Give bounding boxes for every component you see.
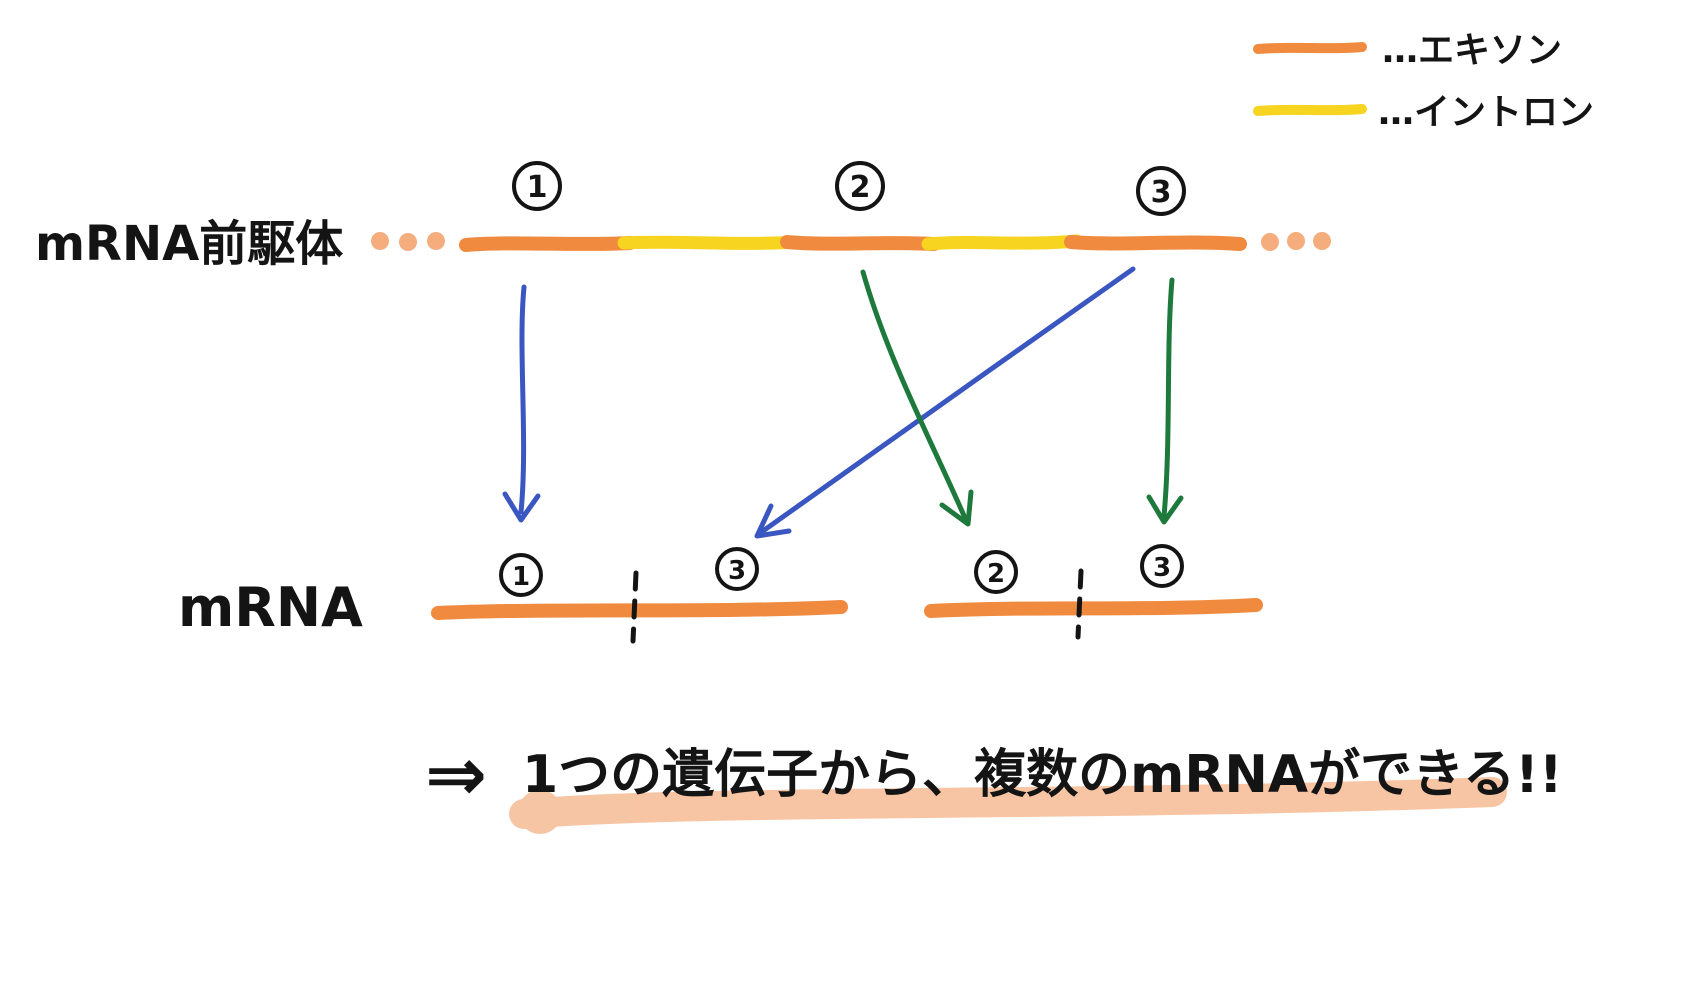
precursor-bar — [459, 234, 1247, 252]
number-text: 1 — [512, 562, 530, 592]
precursor-trailing-ellipsis — [1261, 232, 1331, 251]
legend-exon-label: …エキソン — [1382, 30, 1562, 71]
conclusion-arrow-symbol: ⇒ — [425, 732, 487, 818]
mrna-label: mRNA — [178, 576, 363, 639]
transcript2-number-3: 3 — [1140, 544, 1184, 588]
precursor-exon1-segment — [459, 236, 637, 252]
arrow-head — [939, 489, 974, 527]
splicing-arrows — [502, 266, 1184, 539]
dot — [1261, 233, 1279, 251]
blue-arrow-exon1 — [502, 284, 541, 523]
number-text: 3 — [1151, 175, 1172, 210]
arrow-head — [754, 503, 792, 539]
transcript1-splice-divider — [630, 570, 639, 644]
transcript2-number-2: 2 — [974, 550, 1018, 594]
arrow-shaft — [1161, 277, 1175, 519]
number-circle — [499, 553, 543, 597]
arrow-shaft — [860, 269, 968, 521]
conclusion: ⇒ 1つの遺伝子から、複数のmRNAができる!! — [425, 732, 1563, 834]
blue-arrow-exon3 — [754, 266, 1136, 539]
transcript2-bar — [924, 598, 1263, 618]
green-arrow-exon3 — [1146, 277, 1184, 525]
transcript1-number-1: 1 — [499, 553, 543, 597]
transcript2-splice-divider — [1075, 568, 1084, 640]
conclusion-highlight — [509, 777, 1507, 834]
legend-intron-label: …イントロン — [1378, 92, 1594, 133]
dot — [1313, 232, 1331, 250]
dot — [1287, 232, 1305, 250]
highlight-stroke — [509, 777, 1507, 829]
number-text: 1 — [527, 170, 548, 205]
precursor-number-1: 1 — [512, 161, 562, 211]
transcript1-bar — [431, 600, 848, 620]
dot — [427, 232, 445, 250]
precursor-label: mRNA前駆体 — [35, 216, 343, 272]
arrow-shaft — [760, 266, 1136, 534]
legend-exon-line — [1253, 42, 1367, 54]
precursor-leading-ellipsis — [371, 232, 445, 251]
arrow-head — [502, 491, 541, 523]
number-circle — [974, 550, 1018, 594]
number-circle — [715, 547, 759, 591]
number-text: 3 — [728, 556, 746, 586]
mrna-transcript-2: 2 3 — [924, 544, 1263, 640]
precursor-number-2: 2 — [835, 161, 885, 211]
precursor-exon2-segment — [780, 235, 941, 251]
precursor-intron2-segment — [921, 234, 1084, 251]
green-arrow-exon2 — [860, 269, 974, 527]
arrow-shaft — [518, 284, 527, 515]
mrna-transcript-1: 1 3 — [431, 547, 848, 644]
precursor-intron1-segment — [617, 235, 800, 250]
legend-intron-line — [1253, 104, 1367, 116]
number-text: 3 — [1153, 553, 1171, 583]
precursor-number-3: 3 — [1136, 166, 1186, 216]
number-text: 2 — [850, 170, 871, 205]
number-circle — [512, 161, 562, 211]
transcript1-number-3: 3 — [715, 547, 759, 591]
number-text: 2 — [987, 559, 1005, 589]
precursor-exon3-segment — [1064, 235, 1247, 251]
arrow-head — [1146, 494, 1184, 525]
number-circle — [1136, 166, 1186, 216]
number-circle — [1140, 544, 1184, 588]
conclusion-text: 1つの遺伝子から、複数のmRNAができる!! — [522, 745, 1563, 805]
dot — [399, 233, 417, 251]
legend: …エキソン …イントロン — [1253, 30, 1594, 133]
number-circle — [835, 161, 885, 211]
dot — [371, 232, 389, 250]
